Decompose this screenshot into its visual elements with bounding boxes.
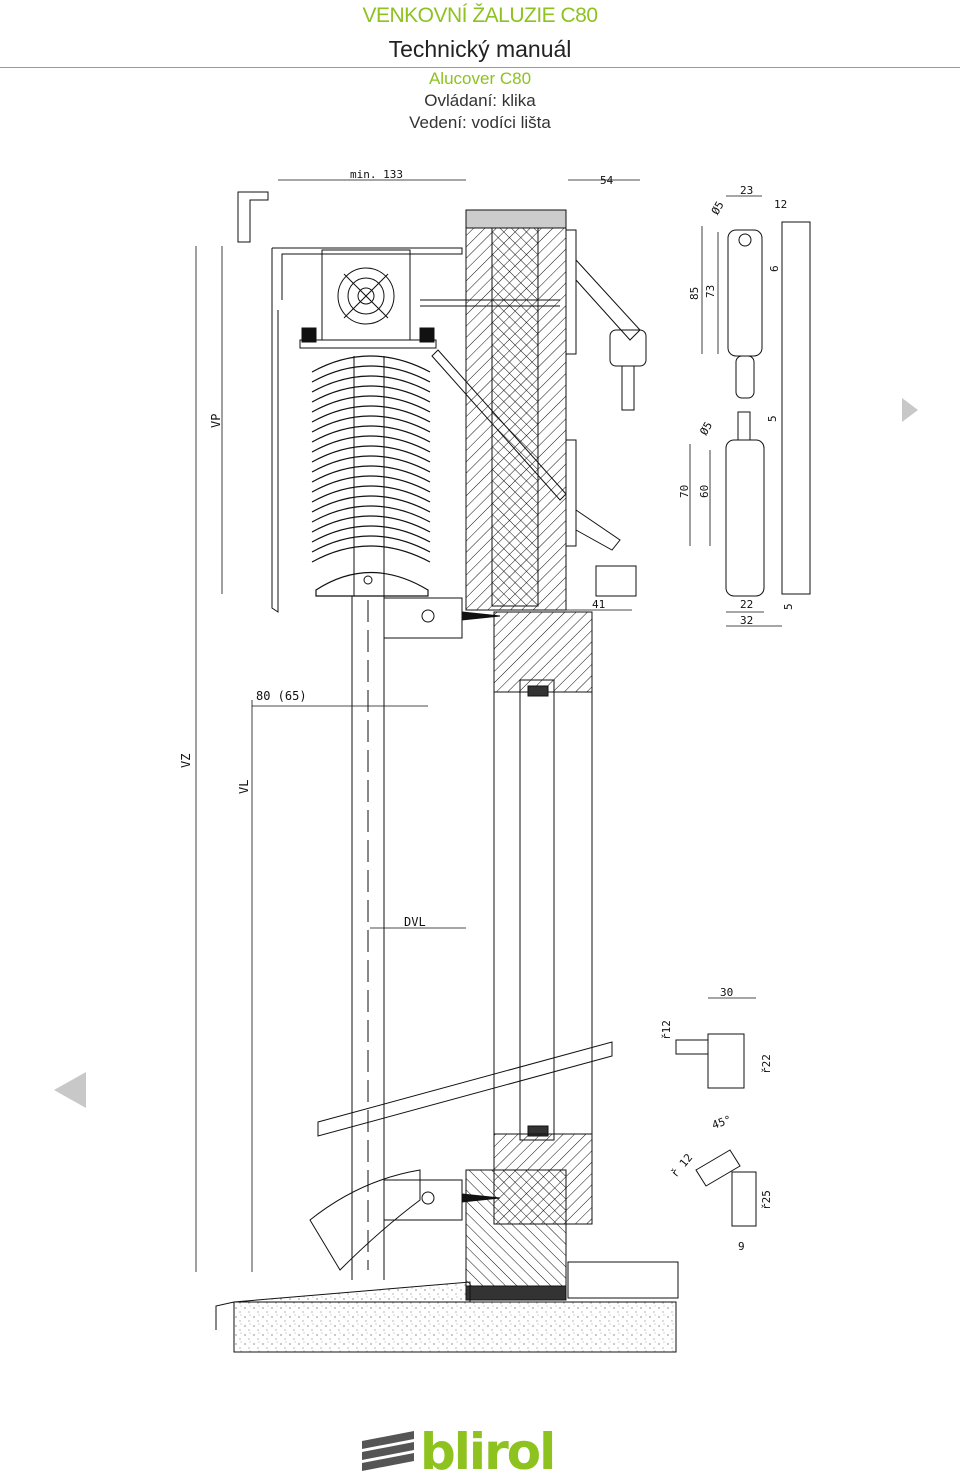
dim-9: 9	[738, 1240, 745, 1253]
dim-5b: 5	[782, 603, 795, 610]
prev-page-arrow[interactable]	[50, 1070, 90, 1110]
next-page-arrow[interactable]	[900, 396, 920, 424]
dim-vp: VP	[209, 414, 223, 428]
dim-r22: ř22	[760, 1054, 773, 1074]
dim-6: 6	[768, 265, 781, 272]
dim-a45: 45°	[710, 1113, 733, 1132]
dimension-labels: min. 133 54 23 12 Ø5 85 73 6 VP Ø5 5 70 …	[179, 168, 795, 1253]
blirol-logo: blirol	[360, 1423, 600, 1478]
guide-type: Vedení: vodíci lišta	[409, 113, 551, 132]
dim-73: 73	[704, 285, 717, 298]
dim-r12b: ř 12	[668, 1151, 695, 1180]
dim-54: 54	[600, 174, 614, 187]
dim-vz: VZ	[179, 754, 193, 768]
logo-text: blirol	[420, 1425, 554, 1473]
dim-23: 23	[740, 184, 753, 197]
dim-r12a: ř12	[660, 1020, 673, 1040]
slat-stack	[311, 355, 431, 597]
product-name: Alucover C80	[428, 69, 532, 88]
dim-5: 5	[766, 415, 779, 422]
blirol-logo-mark: blirol	[362, 1423, 556, 1478]
dim-32: 32	[740, 614, 753, 627]
dim-85: 85	[688, 287, 701, 300]
dim-70: 70	[678, 485, 691, 498]
dim-12: 12	[774, 198, 787, 211]
dim-41: 41	[592, 598, 605, 611]
header-divider	[0, 67, 960, 68]
doc-title: Technický manuál	[388, 36, 572, 62]
control-type: Ovládaní: klika	[424, 91, 536, 110]
dim-22: 22	[740, 598, 753, 611]
dim-phi5b: Ø5	[697, 420, 715, 438]
dim-min133: min. 133	[350, 168, 403, 181]
dim-dvl: DVL	[404, 915, 426, 929]
dim-r25: ř25	[760, 1190, 773, 1210]
dim-80-65: 80 (65)	[256, 689, 307, 703]
dim-60: 60	[698, 485, 711, 498]
dim-vl: VL	[237, 780, 251, 794]
brand-title: VENKOVNÍ ŽALUZIE C80	[362, 4, 598, 27]
dim-30: 30	[720, 986, 733, 999]
dim-phi5a: Ø5	[709, 199, 727, 217]
